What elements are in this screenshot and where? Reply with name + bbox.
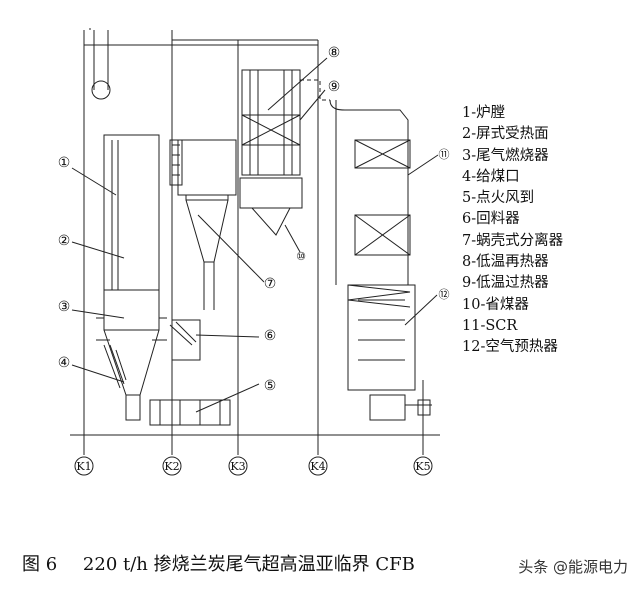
column-k4: K4 [310, 460, 325, 473]
legend-item: 3-尾气燃烧器 [462, 147, 549, 164]
callout-11: ⑪ [439, 148, 450, 161]
air-preheater [347, 284, 416, 391]
legend-item: 8-低温再热器 [462, 254, 549, 271]
ignition-duct [149, 399, 231, 426]
watermark: 头条 @能源电力 [514, 555, 632, 578]
column-k1: K1 [76, 460, 91, 473]
column-k5-circle [413, 456, 433, 476]
callout-3: ③ [58, 299, 71, 315]
legend-item: 6-回料器 [462, 211, 520, 228]
column-k3-circle [228, 456, 248, 476]
legend-item: 11-SCR [462, 317, 518, 334]
furnace [103, 134, 160, 331]
caption-text: 220 t/h 掺烧兰炭尾气超高温亚临界 CFB [82, 554, 415, 575]
boiler-diagram: ① ② ③ ④ ⑤ ⑥ ⑦ ⑧ ⑨ ⑩ ⑪ ⑫ K1 K2 K3 K4 K5 [58, 28, 450, 476]
cyclone-cone [185, 199, 229, 263]
caption-number: 图 6 [22, 554, 58, 575]
callout-6: ⑥ [264, 328, 277, 344]
legend-item: 1-炉膛 [462, 105, 506, 121]
legend-item: 2-屏式受热面 [462, 126, 549, 143]
column-k3: K3 [230, 460, 245, 473]
legend-item: 12-空气预热器 [462, 339, 558, 356]
callout-9: ⑨ [328, 79, 341, 95]
callout-5: ⑤ [264, 378, 277, 394]
callout-2: ② [58, 233, 71, 249]
back-pass [241, 69, 301, 176]
steam-drum [91, 80, 111, 100]
loop-seal [172, 319, 201, 361]
legend-item: 10-省煤器 [462, 296, 529, 313]
callout-8: ⑧ [328, 45, 341, 61]
callout-12: ⑫ [439, 288, 450, 301]
callout-4: ④ [58, 355, 71, 371]
column-k2: K2 [164, 460, 179, 473]
legend-item: 5-点火风到 [462, 190, 535, 207]
callout-7: ⑦ [264, 276, 277, 292]
column-k4-circle [308, 456, 328, 476]
separator-inlet [177, 139, 237, 196]
economizer-hopper [251, 207, 291, 236]
legend-item: 7-蜗壳式分离器 [462, 232, 564, 249]
legend: 1-炉膛 2-屏式受热面 3-尾气燃烧器 4-给煤口 5-点火风到 6-回料器 … [462, 103, 637, 359]
figure-caption: 图 6 220 t/h 掺烧兰炭尾气超高温亚临界 CFB [22, 550, 415, 576]
column-k5: K5 [415, 460, 430, 473]
legend-item: 4-给煤口 [462, 168, 520, 185]
callout-1: ① [58, 155, 71, 171]
scr-duct [329, 99, 409, 285]
legend-item: 9-低温过热器 [462, 275, 549, 292]
column-k1-circle [74, 456, 94, 476]
callout-10: ⑩ [296, 250, 306, 263]
column-k2-circle [162, 456, 182, 476]
